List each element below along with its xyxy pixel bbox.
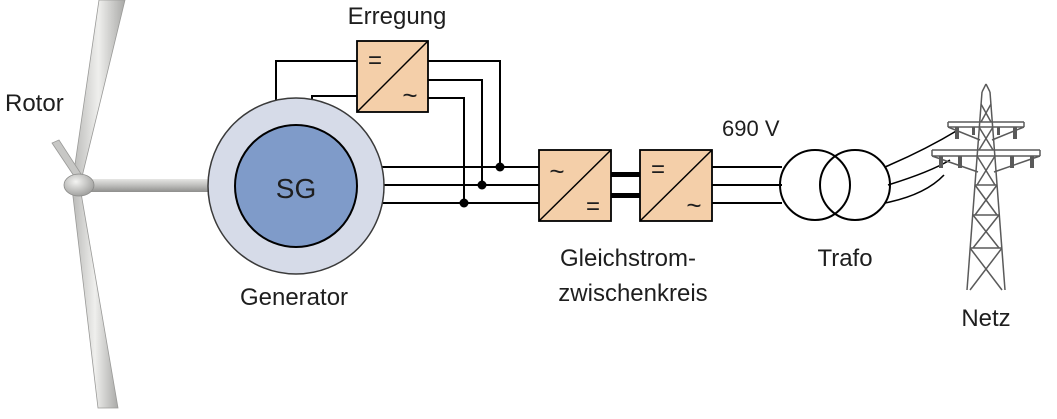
inverter-ac-symbol: ~ — [686, 190, 701, 220]
grid-label: Netz — [961, 305, 1010, 332]
output-bus — [712, 166, 782, 204]
tower-insulators — [939, 127, 1034, 168]
three-phase-bus — [375, 166, 539, 204]
dc-link-label-line1: Gleichstrom- — [560, 245, 696, 272]
generator-label: Generator — [240, 284, 348, 311]
excitation-ac-symbol: ~ — [402, 80, 417, 110]
rectifier-ac-symbol: ~ — [549, 156, 564, 186]
voltage-label: 690 V — [722, 116, 780, 141]
generator-rotor — [234, 124, 358, 248]
junction-dots — [459, 162, 505, 208]
excitation-dc-symbol: = — [368, 47, 382, 74]
turbine-shaft — [90, 179, 238, 192]
rotor-label: Rotor — [5, 90, 64, 117]
transformer-icon — [779, 149, 891, 221]
transformer-label: Trafo — [817, 245, 872, 272]
excitation-label: Erregung — [348, 3, 447, 30]
turbine-hub — [63, 173, 95, 197]
grid-connection-lines — [884, 129, 959, 204]
excitation-wiring — [275, 60, 501, 203]
excitation-converter-icon: = ~ — [356, 40, 429, 113]
wind-turbine-icon — [51, 0, 238, 409]
rectifier-dc-symbol: = — [586, 193, 600, 220]
inverter-dc-symbol: = — [651, 156, 665, 183]
transmission-tower-icon — [931, 83, 1041, 291]
dc-link-label-line2: zwischenkreis — [558, 280, 707, 307]
generator-symbol: SG — [276, 173, 316, 204]
dc-link — [611, 172, 640, 198]
rectifier-icon: ~ = — [538, 149, 612, 222]
generator-icon — [207, 97, 385, 275]
inverter-icon: = ~ — [639, 149, 713, 222]
